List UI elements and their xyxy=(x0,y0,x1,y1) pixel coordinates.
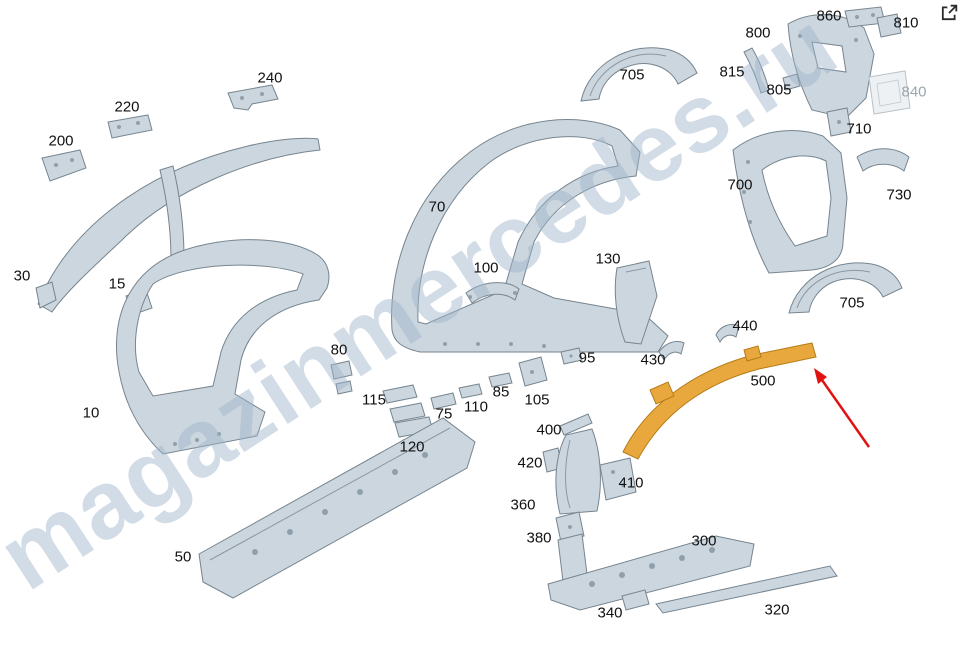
part-300-drawing[interactable] xyxy=(547,533,755,611)
part-705-front-drawing[interactable] xyxy=(580,47,698,102)
part-810-drawing[interactable] xyxy=(876,13,902,38)
part-815-drawing[interactable] xyxy=(743,47,770,94)
part-10-drawing[interactable] xyxy=(116,239,330,455)
part-320-drawing[interactable] xyxy=(655,565,838,614)
part-840-drawing[interactable] xyxy=(868,70,911,115)
part-700-drawing[interactable] xyxy=(732,130,848,274)
part-805-drawing[interactable] xyxy=(782,73,801,91)
part-440-drawing[interactable] xyxy=(715,323,740,344)
part-200-drawing[interactable] xyxy=(41,149,87,182)
part-710-drawing[interactable] xyxy=(826,107,852,137)
part-240-drawing[interactable] xyxy=(227,84,279,111)
part-105-drawing[interactable] xyxy=(518,356,548,387)
part-50-drawing[interactable] xyxy=(198,417,476,599)
part-500-drawing[interactable] xyxy=(622,342,817,460)
part-110-drawing[interactable] xyxy=(458,383,483,399)
part-410-drawing[interactable] xyxy=(599,457,637,501)
part-360-drawing[interactable] xyxy=(555,428,601,515)
part-80-drawing[interactable] xyxy=(330,360,353,395)
part-430-drawing[interactable] xyxy=(658,340,685,361)
part-70-drawing[interactable] xyxy=(391,119,669,353)
part-380-drawing[interactable] xyxy=(555,511,585,543)
part-340-drawing[interactable] xyxy=(621,589,650,611)
part-800-drawing[interactable] xyxy=(787,14,875,119)
part-115-drawing[interactable] xyxy=(382,384,426,423)
part-400-drawing[interactable] xyxy=(559,413,593,436)
part-95-drawing[interactable] xyxy=(560,347,583,365)
part-30-drawing[interactable] xyxy=(35,137,321,313)
part-220-drawing[interactable] xyxy=(107,114,153,139)
part-705-rear-drawing[interactable] xyxy=(788,262,903,314)
part-75-drawing[interactable] xyxy=(430,392,457,410)
part-85-drawing[interactable] xyxy=(488,372,513,388)
part-730-drawing[interactable] xyxy=(856,148,910,172)
part-100-drawing[interactable] xyxy=(465,282,520,304)
part-130-drawing[interactable] xyxy=(614,260,658,345)
external-link-icon[interactable] xyxy=(940,4,958,22)
